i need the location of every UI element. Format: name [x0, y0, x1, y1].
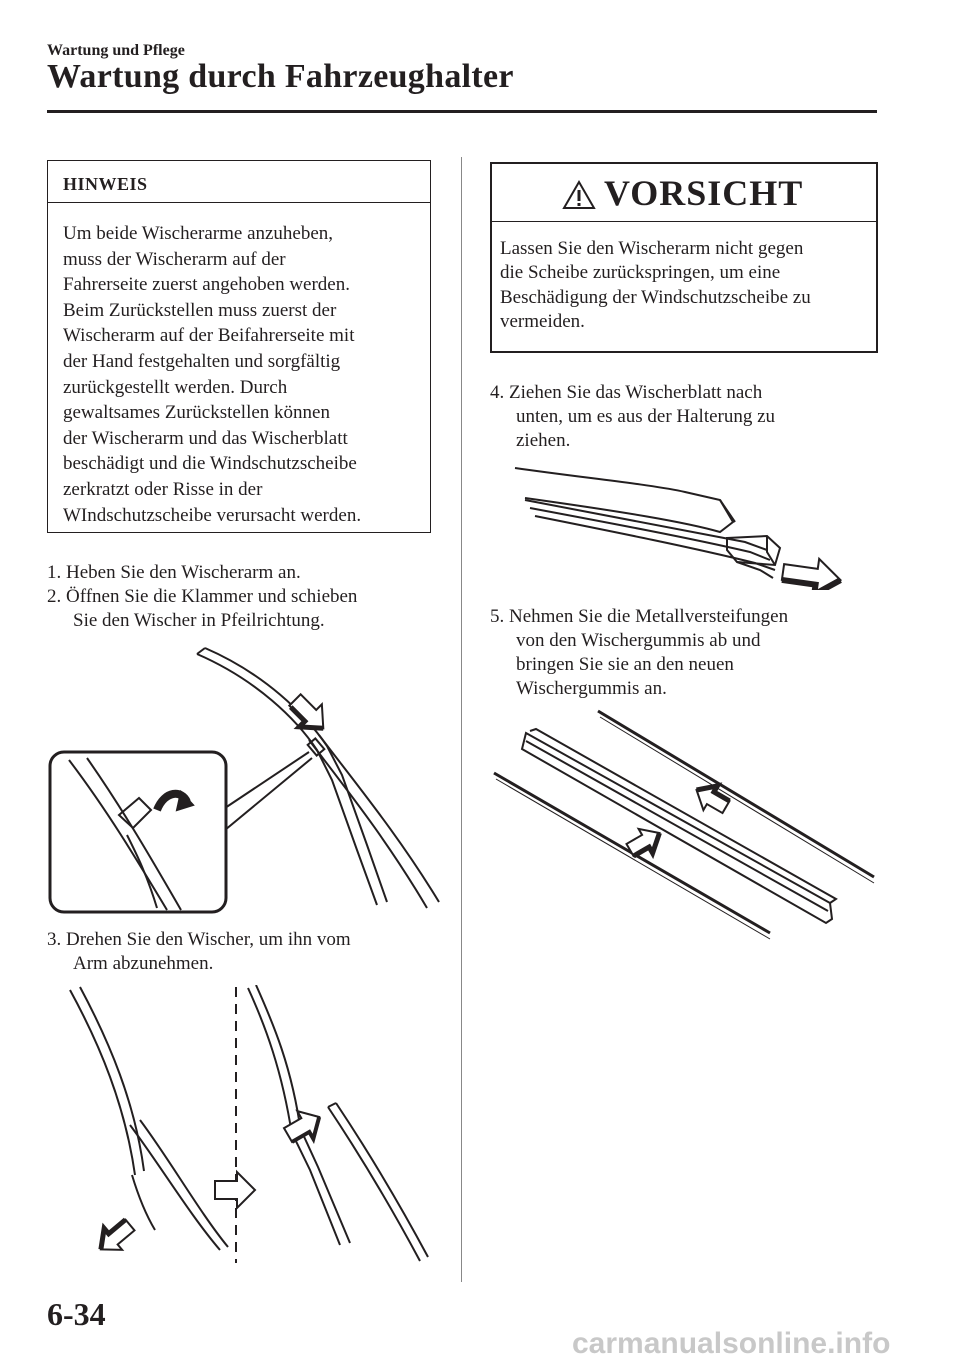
caution-title: VORSICHT: [604, 173, 804, 213]
step-4: 4. Ziehen Sie das Wischerblatt nach unte…: [490, 381, 775, 453]
caution-line: Lassen Sie den Wischerarm nicht gegen: [500, 238, 804, 259]
step-3: 3. Drehen Sie den Wischer, um ihn vom Ar…: [47, 928, 351, 976]
header-divider: [47, 110, 877, 113]
caution-divider: [490, 221, 878, 222]
note-line: WIndschutzscheibe verursacht werden.: [63, 504, 362, 526]
step-5-text-cont: bringen Sie sie an den neuen: [516, 654, 734, 675]
page-title: Wartung durch Fahrzeughalter: [47, 58, 514, 95]
note-line: zerkratzt oder Risse in der: [63, 478, 263, 500]
note-line: der Wischerarm und das Wischerblatt: [63, 427, 348, 449]
note-line: muss der Wischerarm auf der: [63, 248, 286, 270]
step-2-text-cont: Sie den Wischer in Pfeilrichtung.: [73, 610, 325, 631]
note-box: [47, 160, 431, 533]
step-4-text-cont: ziehen.: [516, 430, 571, 451]
step-4-text-cont: unten, um es aus der Halterung zu: [516, 406, 776, 427]
note-line: Fahrerseite zuerst angehoben werden.: [63, 274, 350, 296]
step-1-text: 1. Heben Sie den Wischerarm an.: [47, 562, 301, 583]
wiper-rotate-illustration: [69, 985, 429, 1263]
note-line: Um beide Wischerarme anzuheben,: [63, 223, 334, 244]
step-5-text-cont: Wischergummis an.: [516, 678, 667, 699]
caution-box: [490, 162, 878, 353]
page-number: 6-34: [47, 1296, 106, 1332]
step-1-2: 1. Heben Sie den Wischerarm an. 2. Öffne…: [47, 561, 357, 633]
step-3-text-cont: Arm abzunehmen.: [73, 953, 214, 974]
caution-body: Lassen Sie den Wischerarm nicht gegen di…: [500, 237, 870, 334]
note-line: Wischerarm auf der Beifahrerseite mit: [63, 325, 355, 347]
step-4-text: 4. Ziehen Sie das Wischerblatt nach: [490, 382, 763, 403]
note-divider: [47, 202, 431, 203]
column-divider: [461, 157, 462, 1282]
note-body: Um beide Wischerarme anzuheben, muss der…: [63, 221, 423, 528]
note-line: zurückgestellt werden. Durch: [63, 376, 288, 398]
caution-line: Beschädigung der Windschutzscheibe zu: [500, 286, 811, 308]
note-line: der Hand festgehalten und sorgfältig: [63, 350, 341, 372]
step-5-text-cont: von den Wischergummis ab und: [516, 630, 761, 651]
caution-line: die Scheibe zurückspringen, um eine: [500, 262, 781, 284]
step-5: 5. Nehmen Sie die Metallversteifungen vo…: [490, 605, 788, 701]
caution-line: vermeiden.: [500, 310, 585, 332]
note-line: gewaltsames Zurückstellen können: [63, 402, 330, 424]
step-2-text: 2. Öffnen Sie die Klammer und schieben: [47, 586, 358, 607]
note-title: HINWEIS: [63, 174, 148, 194]
step-5-text: 5. Nehmen Sie die Metallversteifungen: [490, 606, 789, 627]
section-label: Wartung und Pflege: [47, 42, 185, 59]
metal-stiffener-illustration: [493, 709, 875, 940]
warning-triangle-icon: [562, 180, 596, 209]
wiper-clip-illustration: [48, 647, 440, 914]
note-line: beschädigt und die Windschutzscheibe: [63, 453, 357, 475]
step-3-text: 3. Drehen Sie den Wischer, um ihn vom: [47, 929, 351, 950]
watermark: carmanualsonline.info: [572, 1327, 891, 1360]
wiper-blade-pull-illustration: [514, 467, 843, 590]
note-line: Beim Zurückstellen muss zuerst der: [63, 299, 337, 321]
